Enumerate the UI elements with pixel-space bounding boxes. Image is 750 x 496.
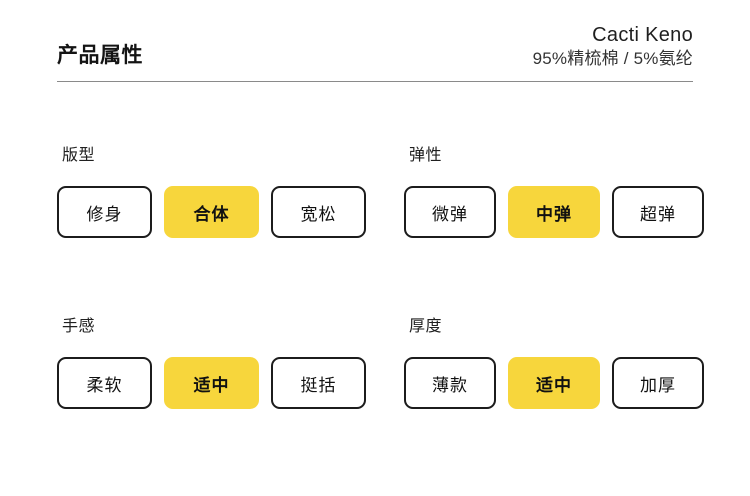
attribute-group: 厚度薄款适中加厚 <box>404 319 704 409</box>
page-header: 产品属性 Cacti Keno 95%精梳棉 / 5%氨纶 <box>57 14 693 70</box>
attribute-group-label: 厚度 <box>409 318 443 335</box>
attribute-option-button[interactable]: 加厚 <box>612 357 704 409</box>
fabric-composition: 95%精梳棉 / 5%氨纶 <box>532 49 693 69</box>
attribute-option-button[interactable]: 超弹 <box>612 186 704 238</box>
attribute-option-button[interactable]: 挺括 <box>271 357 366 409</box>
attribute-group: 手感柔软适中挺括 <box>57 319 404 409</box>
attribute-option-button[interactable]: 柔软 <box>57 357 152 409</box>
attribute-option-button[interactable]: 修身 <box>57 186 152 238</box>
attribute-group-label: 版型 <box>62 147 96 164</box>
attribute-option-list: 薄款适中加厚 <box>404 357 704 409</box>
attribute-grid: 版型修身合体宽松弹性微弹中弹超弹手感柔软适中挺括厚度薄款适中加厚 <box>57 148 704 409</box>
attribute-option-button[interactable]: 薄款 <box>404 357 496 409</box>
attribute-group-label: 手感 <box>62 318 96 335</box>
attribute-group: 版型修身合体宽松 <box>57 148 404 238</box>
attribute-option-list: 修身合体宽松 <box>57 186 404 238</box>
attribute-group: 弹性微弹中弹超弹 <box>404 148 704 238</box>
brand-name: Cacti Keno <box>592 23 693 46</box>
attribute-option-button[interactable]: 适中 <box>164 357 259 409</box>
brand-block: Cacti Keno 95%精梳棉 / 5%氨纶 <box>533 23 693 70</box>
attribute-option-list: 微弹中弹超弹 <box>404 186 704 238</box>
attribute-option-button[interactable]: 微弹 <box>404 186 496 238</box>
attribute-group-label: 弹性 <box>409 147 443 164</box>
attribute-option-button[interactable]: 中弹 <box>508 186 600 238</box>
attribute-option-list: 柔软适中挺括 <box>57 357 404 409</box>
header-divider <box>57 81 693 82</box>
attribute-option-button[interactable]: 适中 <box>508 357 600 409</box>
attribute-option-button[interactable]: 合体 <box>164 186 259 238</box>
page-title: 产品属性 <box>57 44 143 67</box>
attribute-option-button[interactable]: 宽松 <box>271 186 366 238</box>
